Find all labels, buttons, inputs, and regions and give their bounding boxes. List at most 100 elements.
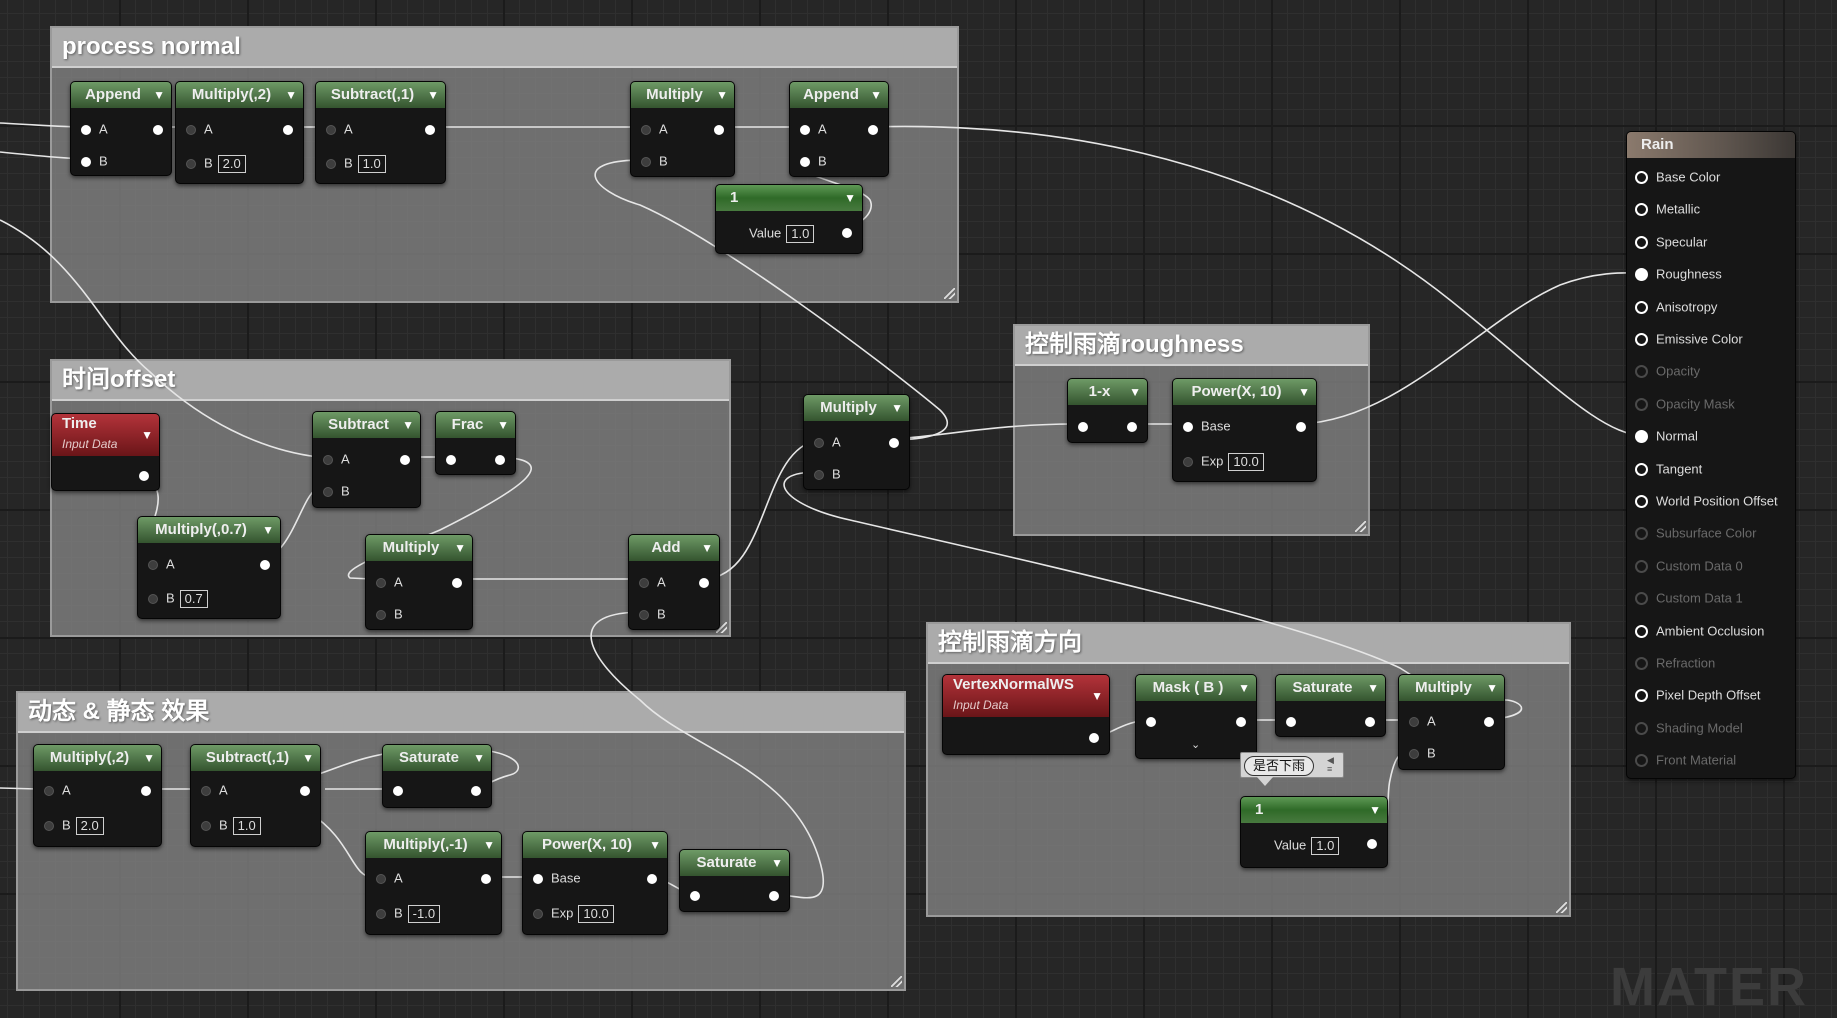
material-input-pin[interactable]: Tangent <box>1635 459 1702 479</box>
chevron-down-icon[interactable]: ▼ <box>701 541 713 555</box>
one-minus-x-node[interactable]: 1-x▼ <box>1067 378 1148 443</box>
output-pin[interactable] <box>1365 711 1375 731</box>
resize-handle[interactable] <box>891 976 902 987</box>
material-input-pin[interactable]: Refraction <box>1635 653 1715 673</box>
input-pin[interactable] <box>1146 711 1164 731</box>
value-input[interactable]: 2.0 <box>217 154 246 173</box>
material-input-pin[interactable]: Metallic <box>1635 199 1700 219</box>
material-input-pin[interactable]: Shading Model <box>1635 718 1743 738</box>
input-pin-b[interactable]: B <box>814 464 841 484</box>
input-pin-a[interactable]: A <box>44 780 71 800</box>
material-input-pin[interactable]: Roughness <box>1635 264 1722 284</box>
input-pin-a[interactable]: A <box>376 868 403 888</box>
chevron-down-icon[interactable]: ▼ <box>497 418 509 432</box>
chevron-down-icon[interactable]: ▼ <box>1369 803 1381 817</box>
chevron-down-icon[interactable]: ▼ <box>302 751 314 765</box>
input-pin-b[interactable]: B <box>639 604 666 624</box>
output-pin[interactable] <box>1484 711 1494 731</box>
input-pin-a[interactable]: A <box>1409 711 1436 731</box>
chevron-down-icon[interactable]: ▼ <box>141 428 153 442</box>
output-pin[interactable] <box>481 868 491 888</box>
input-pin-a[interactable]: A <box>800 119 827 139</box>
value-input[interactable]: -1.0 <box>407 904 441 923</box>
chevron-down-icon[interactable]: ▼ <box>473 751 485 765</box>
output-pin[interactable] <box>769 885 779 905</box>
input-pin-b[interactable]: B <box>323 481 350 501</box>
material-input-pin[interactable]: Anisotropy <box>1635 297 1717 317</box>
chevron-down-icon[interactable]: ▼ <box>153 88 165 102</box>
material-input-pin[interactable]: Pixel Depth Offset <box>1635 685 1761 705</box>
output-pin[interactable] <box>1127 416 1137 436</box>
input-pin[interactable] <box>690 885 708 905</box>
multiply-node[interactable]: Multiply▼ A B <box>630 81 735 177</box>
input-pin-base[interactable]: Base <box>1183 416 1231 436</box>
chevron-down-icon[interactable]: ▼ <box>1486 681 1498 695</box>
output-pin[interactable] <box>400 449 410 469</box>
resize-handle[interactable] <box>1556 902 1567 913</box>
value-input[interactable]: 2.0 <box>75 816 104 835</box>
append-node[interactable]: Append▼ A B <box>70 81 172 176</box>
input-pin-b[interactable]: B <box>1409 743 1436 763</box>
value-input[interactable]: 1.0 <box>357 154 386 173</box>
input-pin-a[interactable]: A <box>326 119 353 139</box>
output-pin[interactable] <box>495 449 505 469</box>
output-pin[interactable] <box>153 119 163 139</box>
input-pin[interactable] <box>1078 416 1096 436</box>
output-pin[interactable] <box>452 572 462 592</box>
input-pin[interactable] <box>446 449 464 469</box>
chevron-down-icon[interactable]: ▼ <box>285 88 297 102</box>
input-pin-b[interactable]: B-1.0 <box>376 903 441 923</box>
material-input-pin[interactable]: Opacity <box>1635 361 1700 381</box>
saturate-node[interactable]: Saturate▼ <box>679 849 790 912</box>
output-pin[interactable] <box>699 572 709 592</box>
input-pin[interactable] <box>393 780 411 800</box>
chevron-down-icon[interactable]: ▼ <box>454 541 466 555</box>
add-node[interactable]: Add▼ A B <box>628 534 720 630</box>
input-pin-a[interactable]: A <box>641 119 668 139</box>
multiply-node[interactable]: Multiply▼ A B <box>365 534 473 630</box>
output-pin[interactable] <box>471 780 481 800</box>
material-input-pin[interactable]: Custom Data 1 <box>1635 588 1743 608</box>
output-pin[interactable] <box>283 119 293 139</box>
output-pin[interactable] <box>1236 711 1246 731</box>
output-pin[interactable] <box>714 119 724 139</box>
output-pin[interactable] <box>1089 727 1099 747</box>
output-pin[interactable] <box>647 868 657 888</box>
saturate-node[interactable]: Saturate▼ <box>1275 674 1386 737</box>
material-input-pin[interactable]: World Position Offset <box>1635 491 1778 511</box>
value-input[interactable]: 10.0 <box>1228 452 1264 471</box>
chevron-down-icon[interactable]: ▼ <box>844 191 856 205</box>
input-pin-b[interactable]: B <box>800 151 827 171</box>
chevron-down-icon[interactable]: ▼ <box>262 523 274 537</box>
chevron-down-icon[interactable]: ▼ <box>891 401 903 415</box>
input-pin-a[interactable]: A <box>376 572 403 592</box>
input-pin-a[interactable]: A <box>201 780 228 800</box>
pin-bubble-icon[interactable]: ◀≡ <box>1327 755 1334 774</box>
append-node[interactable]: Append▼ A B <box>789 81 889 177</box>
chevron-down-icon[interactable]: ▼ <box>870 88 882 102</box>
chevron-down-icon[interactable]: ▼ <box>649 838 661 852</box>
input-pin-b[interactable]: B <box>376 604 403 624</box>
material-input-pin[interactable]: Ambient Occlusion <box>1635 621 1764 641</box>
input-pin[interactable] <box>1286 711 1304 731</box>
input-pin-a[interactable]: A <box>814 432 841 452</box>
chevron-down-icon[interactable]: ▼ <box>427 88 439 102</box>
value-input[interactable]: 10.0 <box>578 904 614 923</box>
output-pin[interactable] <box>141 780 151 800</box>
subtract-node[interactable]: Subtract▼ A B <box>312 411 421 508</box>
chevron-down-icon[interactable]: ▼ <box>1238 681 1250 695</box>
mask-b-node[interactable]: Mask ( B )▼ ⌄ <box>1135 674 1257 759</box>
